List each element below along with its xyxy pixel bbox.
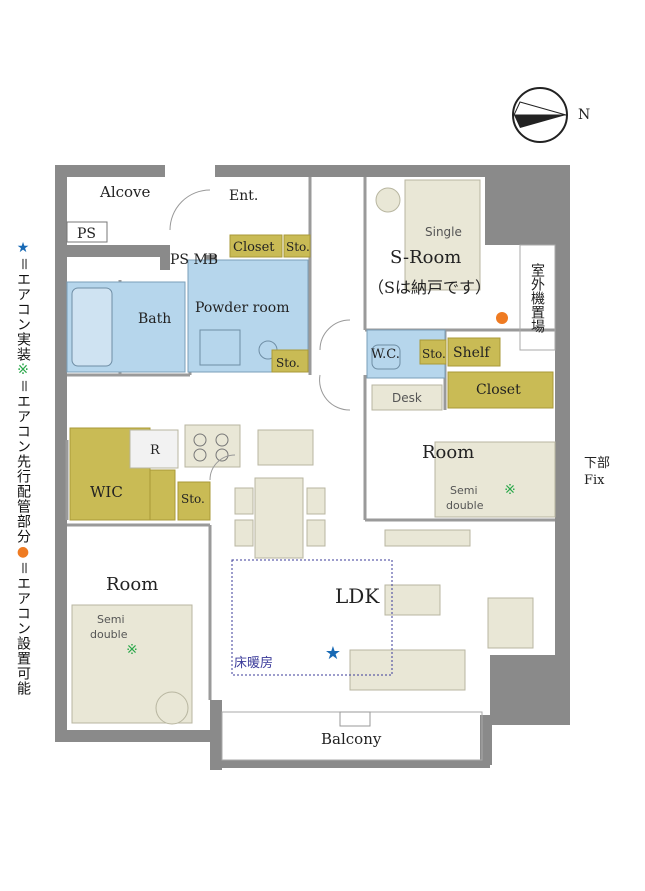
stove (184, 424, 241, 468)
balcony-unit (339, 711, 371, 727)
dining-table (254, 477, 304, 559)
ac-pipe-mark-west: ※ (126, 642, 138, 658)
stove-burners (193, 433, 229, 462)
outer-walls (55, 165, 570, 770)
wic-label: WIC (90, 483, 123, 501)
room-west-label: Room (106, 574, 158, 595)
sto-entry-block (283, 234, 311, 258)
sofa (349, 649, 466, 691)
east-bed (434, 441, 556, 518)
sto-powder-label: Sto. (276, 356, 300, 370)
closet-entry-label: Closet (233, 240, 275, 255)
storage-blocks (69, 234, 554, 521)
alcove-label: Alcove (99, 183, 151, 201)
floor-heating-label: 床暖房 (234, 655, 273, 671)
furniture (71, 179, 556, 725)
room-east-label: Room (422, 442, 474, 463)
ac-possible-dot (496, 312, 508, 324)
powder-room-label: Powder room (195, 300, 289, 316)
legend-dot-text: ＝エアコン設置可能 (15, 561, 31, 696)
ps-label: PS (77, 226, 96, 242)
interior-walls (65, 177, 555, 700)
lower-fix-label-1: 下部 (584, 456, 610, 471)
armchair (487, 597, 534, 649)
sto-wic-label: Sto. (181, 492, 205, 506)
desk-furniture (371, 384, 443, 411)
fridge-area (129, 429, 179, 469)
s-room-note: （Sは納戸です） (368, 278, 491, 297)
legend-star-mark: ★ (15, 240, 31, 257)
wc-label: W.C. (371, 347, 400, 362)
legend-dot-mark: ● (15, 544, 31, 561)
door-swings (169, 189, 351, 481)
kitchen-sink (257, 429, 314, 466)
compass-label: N (578, 107, 590, 123)
floor-heating-outline (231, 559, 393, 676)
legend-pipe-text: ＝エアコン先行配管部分 (15, 379, 31, 544)
single-bed (404, 179, 481, 291)
ac-pipe-mark-east: ※ (504, 482, 516, 498)
lower-fix-label-2: Fix (584, 473, 605, 488)
shelf-block (447, 337, 501, 367)
coffee-table (384, 584, 441, 616)
closet-room-block (447, 371, 554, 409)
sto-powder-block (271, 349, 309, 373)
desk-label: Desk (392, 391, 422, 405)
legend: ★＝エアコン実装※＝エアコン先行配管部分●＝エアコン設置可能 (6, 240, 31, 696)
ac-installed-star: ★ (325, 643, 341, 664)
shelf-label: Shelf (453, 345, 491, 361)
fridge-label: R (150, 443, 161, 458)
bathtub (71, 287, 113, 367)
s-room-label: S-Room (390, 247, 461, 268)
sink-fixtures (199, 329, 401, 370)
single-bed-label: Single (425, 225, 462, 239)
balcony-label: Balcony (321, 730, 382, 748)
legend-pipe-mark: ※ (15, 362, 31, 379)
entrance-label: Ent. (229, 188, 258, 204)
wic-inner-block (149, 469, 176, 521)
ps-mb-label: PS MB (170, 252, 218, 268)
sto-wc-block (419, 339, 447, 365)
sto-entry-label: Sto. (286, 240, 310, 254)
outdoor-unit-area (519, 244, 556, 351)
ldk-label: LDK (335, 584, 380, 608)
legend-star-text: ＝エアコン実装 (15, 257, 31, 362)
sto-wc-label: Sto. (422, 347, 446, 361)
outdoor-unit-label: 室外機置場 (529, 262, 545, 333)
compass (512, 87, 568, 143)
closet-room-label: Closet (476, 382, 521, 398)
bath-label: Bath (138, 311, 171, 327)
closet-entry-block (229, 234, 283, 258)
sto-wic-block (177, 481, 211, 521)
